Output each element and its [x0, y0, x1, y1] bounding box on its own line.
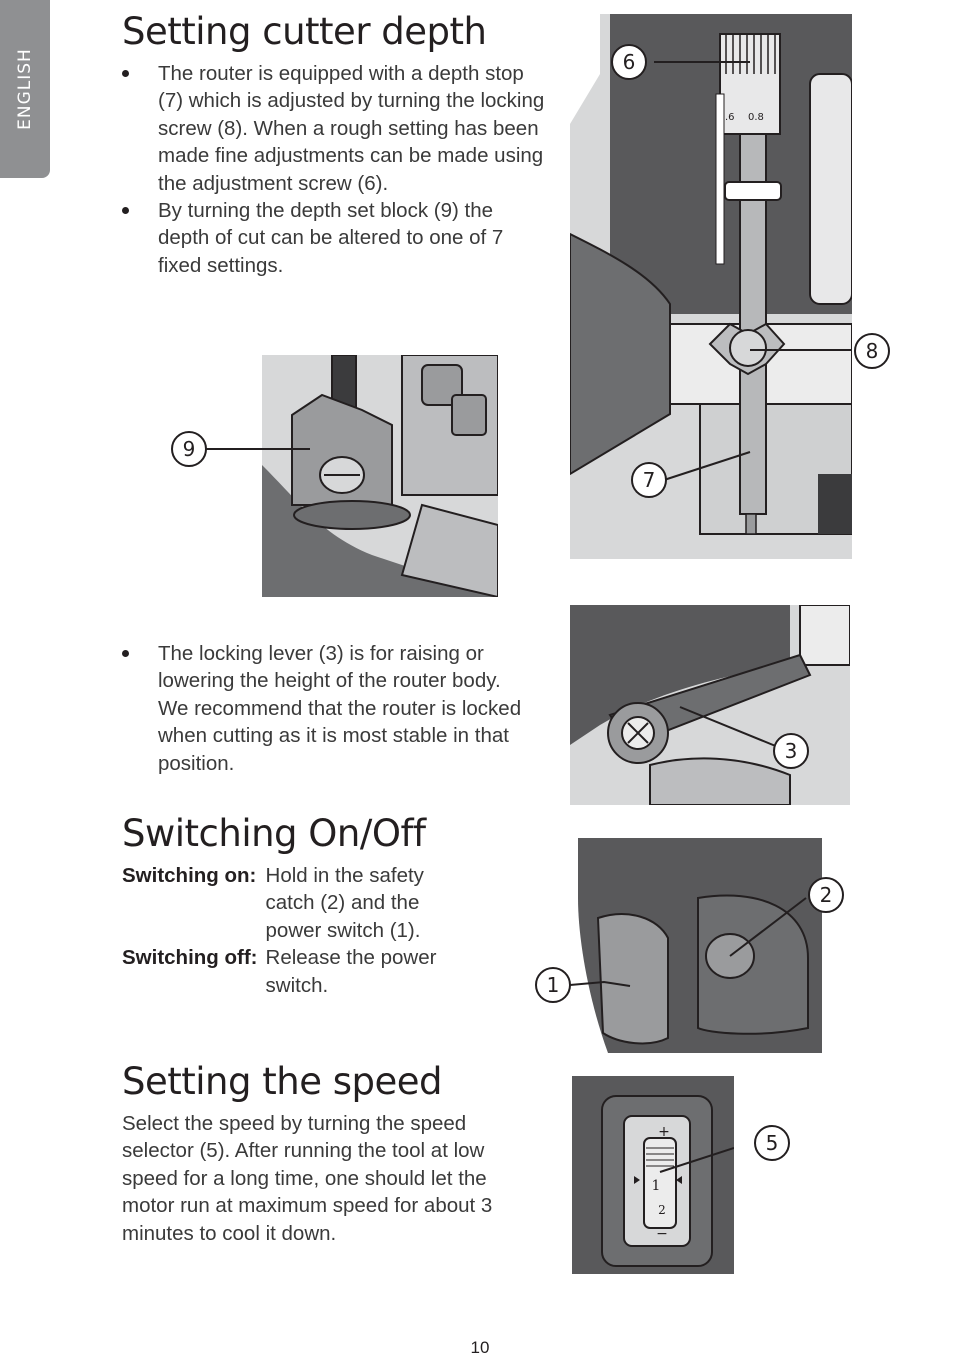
switching-on-label: Switching on: — [122, 864, 257, 887]
switching-row: Switching on: Hold in the safety catch (… — [122, 862, 476, 944]
bullet-item: The router is equipped with a depth stop… — [120, 60, 550, 197]
speed-paragraph: Select the speed by turning the speed se… — [122, 1112, 493, 1245]
callout-label: 5 — [766, 1131, 779, 1155]
callout-6: 6 — [610, 43, 648, 81]
switching-off-label: Switching off: — [122, 946, 258, 970]
switching-row: Switching off: Release the power switch. — [122, 944, 476, 999]
callout-7: 7 — [630, 461, 668, 499]
locking-lever-bullets: The locking lever (3) is for raising or … — [120, 640, 530, 777]
bullet-item: By turning the depth set block (9) the d… — [120, 197, 550, 279]
figure-depth-stop: .6 0.8 — [570, 14, 852, 559]
heading-setting-the-speed: Setting the speed — [122, 1060, 443, 1103]
callout-5: 5 — [753, 1124, 791, 1162]
dial-plus-mark: + — [658, 1124, 670, 1140]
switching-table: Switching on: Hold in the safety catch (… — [122, 862, 476, 999]
callout-2: 2 — [807, 876, 845, 914]
callout-label: 2 — [820, 883, 833, 907]
figure-depth-set-block — [262, 355, 498, 597]
callout-label: 8 — [866, 339, 879, 363]
switching-off-text: Release the power switch. — [265, 946, 437, 997]
callout-9: 9 — [170, 430, 310, 468]
bullet-item: The locking lever (3) is for raising or … — [120, 640, 530, 777]
heading-switching-on-off: Switching On/Off — [122, 812, 426, 855]
figure-locking-lever — [570, 605, 850, 805]
heading-setting-cutter-depth: Setting cutter depth — [122, 10, 487, 53]
callout-1: 1 — [534, 966, 634, 1004]
callout-label: 6 — [623, 50, 636, 74]
callout-label: 7 — [643, 468, 656, 492]
page-number: 10 — [470, 1338, 490, 1355]
scale-label: 0.8 — [748, 112, 764, 123]
figure-power-switch — [578, 838, 822, 1053]
callout-label: 1 — [547, 973, 560, 997]
callout-3: 3 — [772, 732, 810, 770]
language-tab: ENGLISH — [0, 0, 50, 178]
switching-on-text: Hold in the safety catch (2) and the pow… — [265, 864, 424, 942]
dial-mark: 2 — [658, 1203, 666, 1217]
callout-8: 8 — [853, 332, 891, 370]
scale-label: .6 — [725, 112, 735, 123]
figure-speed-selector: + 1 2 − — [572, 1076, 734, 1274]
cutter-depth-bullets: The router is equipped with a depth stop… — [120, 60, 550, 279]
dial-minus-mark: − — [656, 1226, 668, 1242]
callout-label: 3 — [785, 739, 798, 763]
dial-mark: 1 — [652, 1178, 661, 1194]
language-tab-label: ENGLISH — [15, 48, 35, 130]
callout-label: 9 — [183, 437, 196, 461]
